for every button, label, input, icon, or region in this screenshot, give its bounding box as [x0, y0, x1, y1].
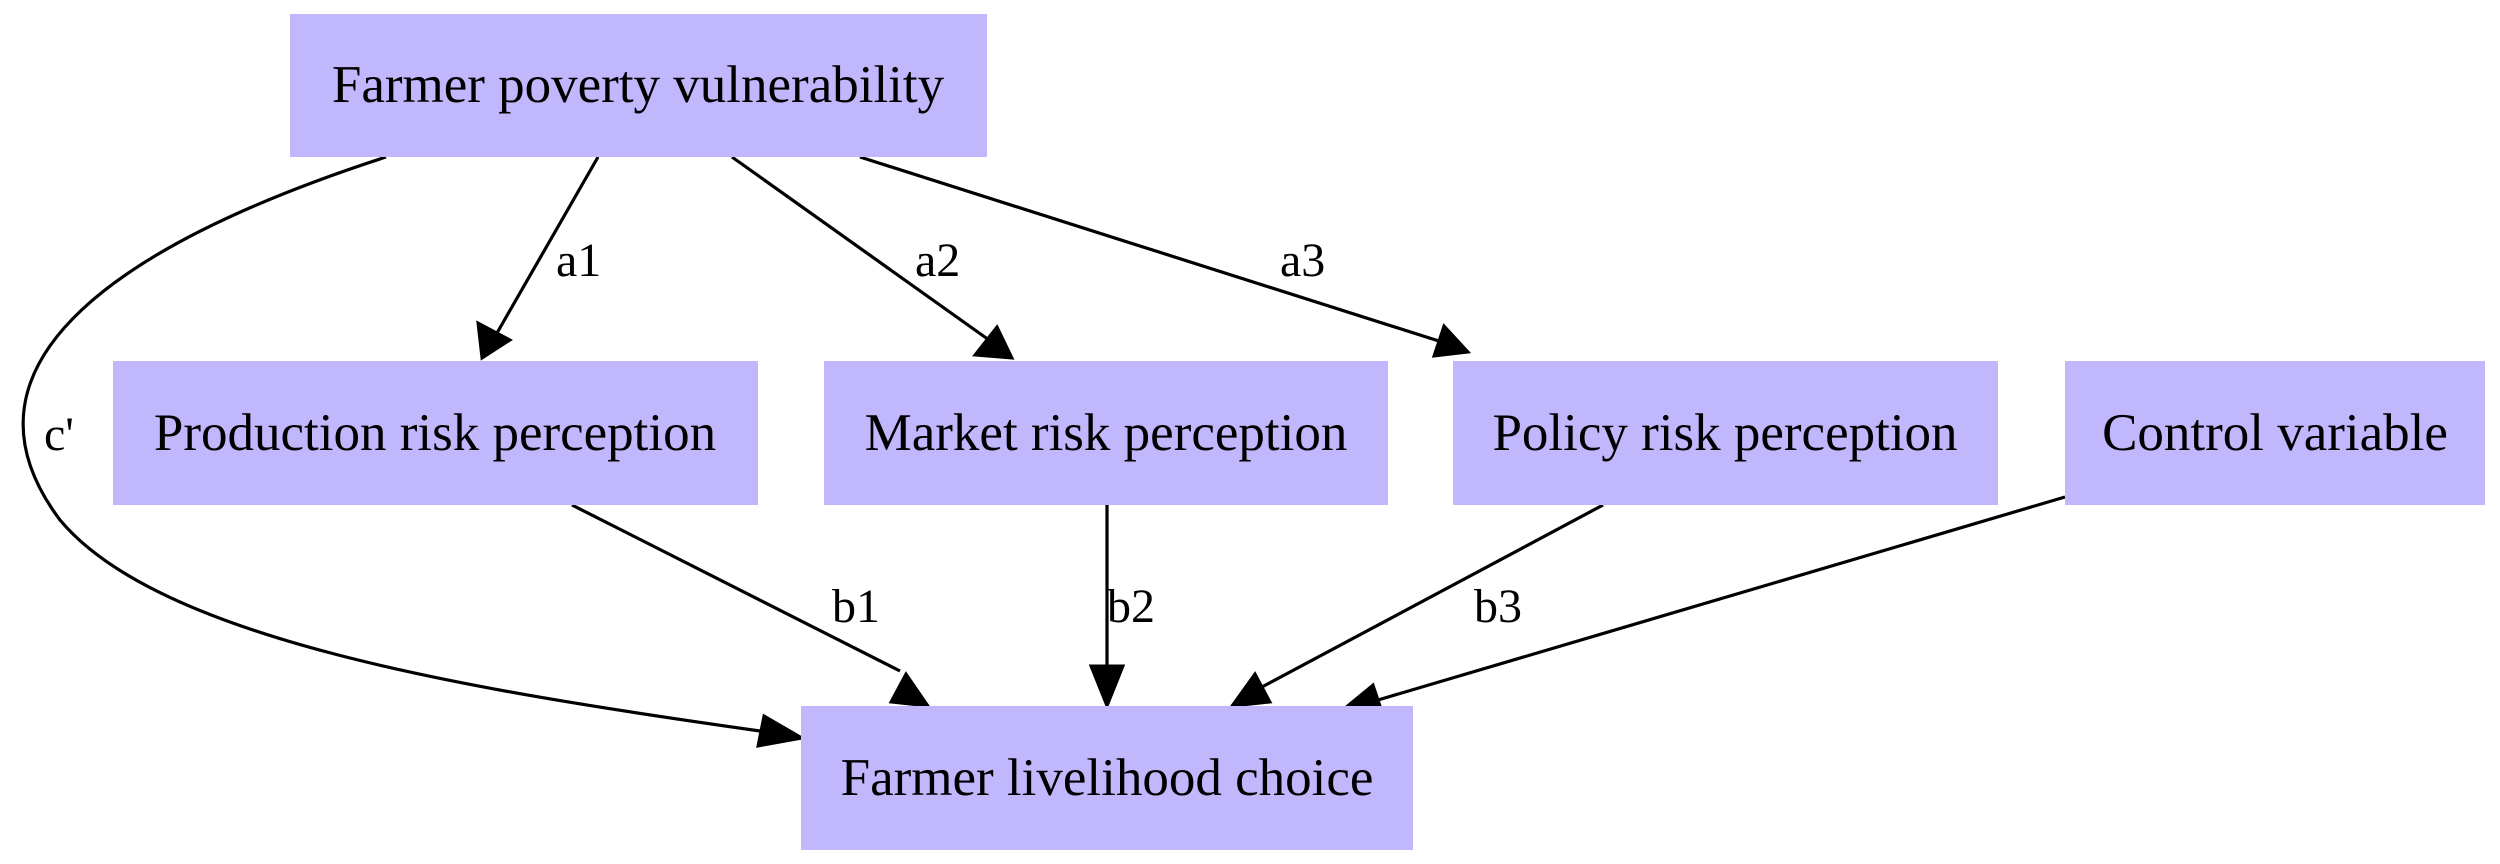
edge-a3-arrowhead	[1431, 323, 1472, 358]
node-policy-box	[1453, 361, 1998, 505]
node-market-label: Market risk perception	[865, 404, 1348, 462]
edge-a2-label: a2	[915, 234, 960, 287]
edge-a1-label: a1	[556, 234, 601, 287]
node-livelihood-label: Farmer livelihood choice	[841, 749, 1374, 807]
edge-b2-arrowhead	[1088, 664, 1126, 711]
edge-a1-arrowhead	[476, 320, 513, 361]
edge-b1-label: b1	[832, 580, 880, 633]
edge-a2-line	[731, 155, 990, 342]
node-market: Market risk perception	[824, 361, 1388, 505]
edge-b1-arrowhead	[888, 671, 932, 708]
edge-b1-line	[571, 503, 901, 673]
node-market-box	[824, 361, 1388, 505]
node-livelihood-box	[801, 706, 1413, 850]
edge-a2: a2	[731, 155, 1015, 360]
edge-a3: a3	[859, 155, 1472, 358]
node-production-label: Production risk perception	[154, 404, 716, 462]
edge-b3-line	[1261, 503, 1604, 689]
edge-c-prime: c'	[21, 155, 807, 748]
node-control: Control variable	[2065, 361, 2485, 505]
edge-control	[1341, 495, 2066, 717]
node-control-label: Control variable	[2102, 404, 2448, 462]
edge-b3-label: b3	[1474, 580, 1522, 633]
node-policy-label: Policy risk perception	[1492, 404, 1957, 462]
edge-a1: a1	[476, 156, 601, 361]
edge-b1: b1	[571, 503, 932, 708]
node-poverty: Farmer poverty vulnerability	[290, 14, 987, 157]
node-production: Production risk perception	[113, 361, 758, 505]
edge-b3-arrowhead	[1228, 671, 1273, 708]
edge-a3-label: a3	[1280, 234, 1325, 287]
edge-c-prime-line	[21, 155, 761, 733]
edges: a1 a2 a3 c' b1 b2	[21, 155, 2066, 748]
node-poverty-label: Farmer poverty vulnerability	[332, 56, 945, 114]
node-control-box	[2065, 361, 2485, 505]
edge-control-line	[1377, 495, 2066, 702]
node-poverty-box	[290, 14, 987, 157]
node-livelihood: Farmer livelihood choice	[801, 706, 1413, 850]
node-production-box	[113, 361, 758, 505]
node-policy: Policy risk perception	[1453, 361, 1998, 505]
nodes: Farmer poverty vulnerability Production …	[113, 14, 2485, 850]
edge-a2-arrowhead	[972, 324, 1015, 360]
edge-b3: b3	[1228, 503, 1604, 708]
edge-b2: b2	[1088, 505, 1155, 711]
edge-b2-label: b2	[1107, 580, 1155, 633]
edge-a1-line	[495, 156, 600, 334]
edge-c-prime-arrowhead	[756, 713, 807, 748]
edge-c-prime-label: c'	[44, 408, 74, 461]
edge-a3-line	[859, 155, 1443, 344]
